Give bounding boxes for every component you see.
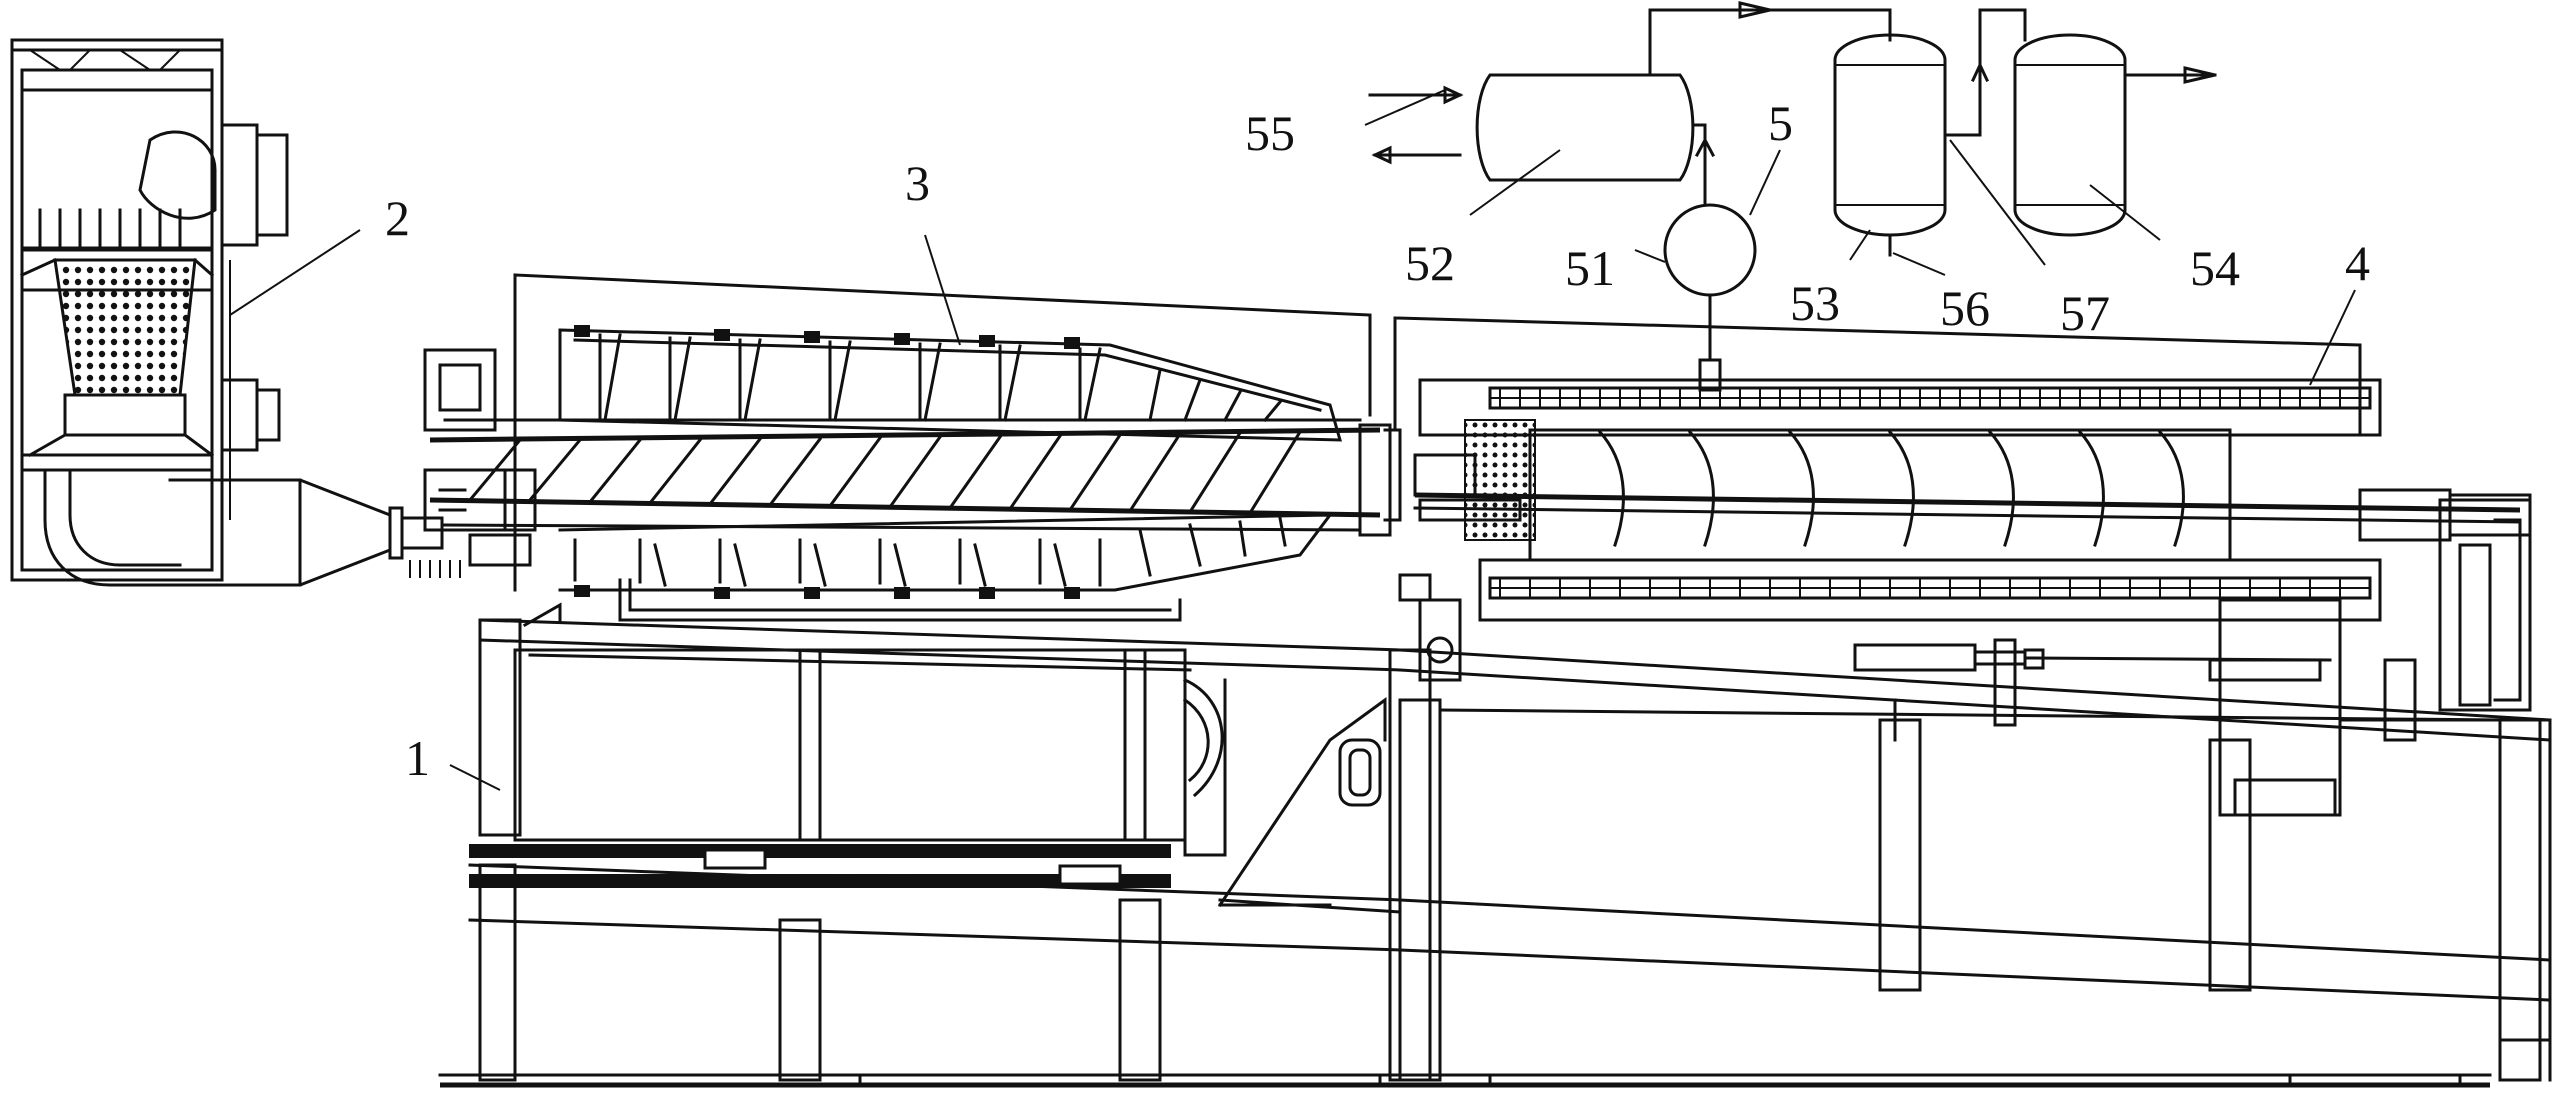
label-4: 4 <box>2345 235 2370 291</box>
label-51: 51 <box>1565 240 1615 296</box>
label-5: 5 <box>1768 95 1793 151</box>
label-57: 57 <box>2060 285 2110 341</box>
label-53: 53 <box>1790 275 1840 331</box>
inclined-drum <box>423 273 1402 622</box>
tank-54 <box>2013 33 2127 237</box>
label-2: 2 <box>385 190 410 246</box>
drum-upper-ribs <box>574 325 1283 423</box>
label-52: 52 <box>1405 235 1455 291</box>
label-3: 3 <box>905 155 930 211</box>
screw-flights <box>1597 429 2185 547</box>
hopper-comb <box>20 208 214 250</box>
tank-52 <box>1475 73 1695 182</box>
label-1: 1 <box>405 730 430 786</box>
label-54: 54 <box>2190 240 2240 296</box>
reference-labels: 1 2 3 4 5 51 52 53 54 55 56 57 <box>385 95 2370 786</box>
gas-system <box>1368 1 2217 392</box>
tank-53 <box>1833 33 1947 237</box>
screw-separator <box>1393 316 2532 817</box>
label-56: 56 <box>1940 280 1990 336</box>
label-55: 55 <box>1245 105 1295 161</box>
perforated-funnel <box>53 258 197 397</box>
leader-lines <box>229 89 2356 791</box>
drum-blades <box>467 429 1303 516</box>
hopper-unit <box>10 38 461 587</box>
base-frame <box>438 602 2552 1088</box>
pump-51 <box>1663 203 1757 297</box>
